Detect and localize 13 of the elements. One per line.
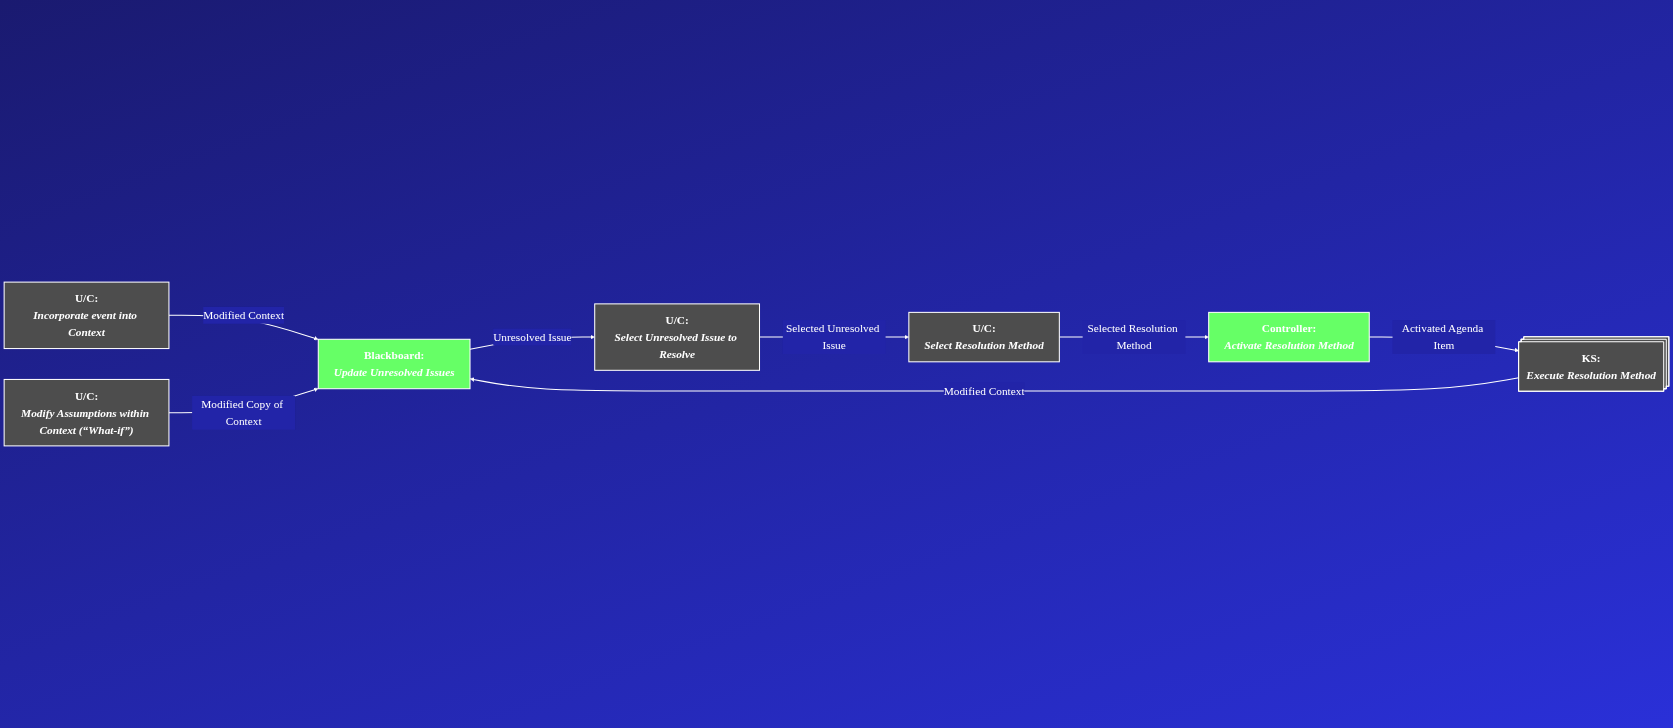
- node-box: Blackboard: Update Unresolved Issues: [317, 338, 471, 390]
- edge-label: Activated Agenda Item: [1401, 322, 1484, 353]
- edge-label: Unresolved Issue: [493, 330, 572, 344]
- node-box: U/C: Select Unresolved Issue to Resolve: [594, 303, 760, 371]
- node-box: U/C: Incorporate event into Context: [3, 281, 170, 350]
- node-box: U/C: Modify Assumptions within Context (“What-if”): [3, 378, 170, 447]
- edge-label: Selected Resolution Method: [1087, 322, 1178, 353]
- node-box: U/C: Select Resolution Method: [908, 311, 1060, 363]
- edge-label: Modified Copy of Context: [201, 397, 284, 428]
- edge-label: Modified Context: [943, 384, 1025, 398]
- edge-label: Modified Context: [203, 308, 285, 322]
- edge-label: Selected Unresolved Issue: [786, 322, 880, 353]
- node-box: Controller: Activate Resolution Method: [1208, 311, 1370, 363]
